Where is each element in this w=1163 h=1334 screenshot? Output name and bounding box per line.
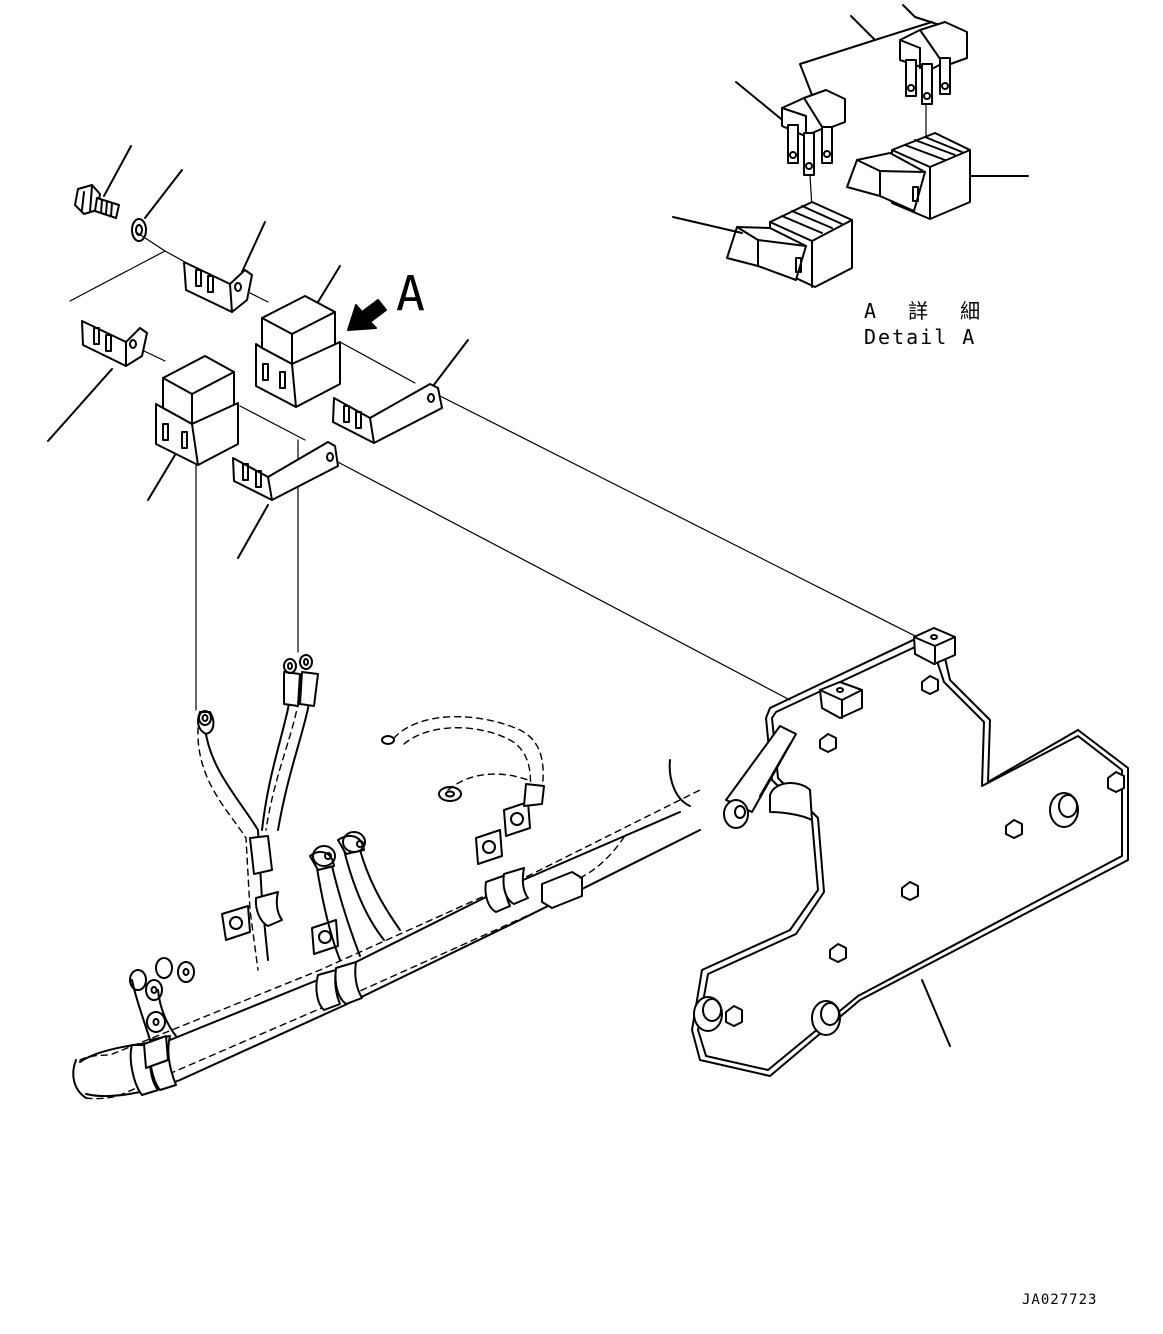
relay-upper: [255, 265, 341, 408]
detail-connector-lower: [735, 81, 846, 209]
mounting-plate: [691, 627, 1129, 1077]
detail-relay-upper: [846, 132, 1029, 220]
bracket-right-long: [332, 339, 469, 444]
view-arrow-a: A: [347, 266, 425, 331]
bolt: [74, 145, 132, 219]
detail-a-group: A 詳 細 Detail A: [672, 4, 1029, 349]
view-label-a: A: [396, 266, 425, 322]
detail-connector-upper: [899, 21, 968, 141]
bracket-upper: [183, 221, 266, 313]
washer: [131, 169, 183, 242]
relay-lower: [147, 355, 239, 501]
detail-label-jp: A 詳 細: [864, 299, 990, 323]
detail-group-leaders: [799, 4, 941, 96]
wire-harness: [72, 654, 701, 1100]
bracket-left: [47, 320, 148, 442]
drawing-code: JA027723: [1022, 1292, 1097, 1308]
detail-relay-lower: [672, 201, 853, 288]
detail-label-en: Detail A: [864, 325, 976, 349]
assembly-leaders: [69, 231, 936, 711]
bracket-lower-long: [232, 441, 339, 559]
